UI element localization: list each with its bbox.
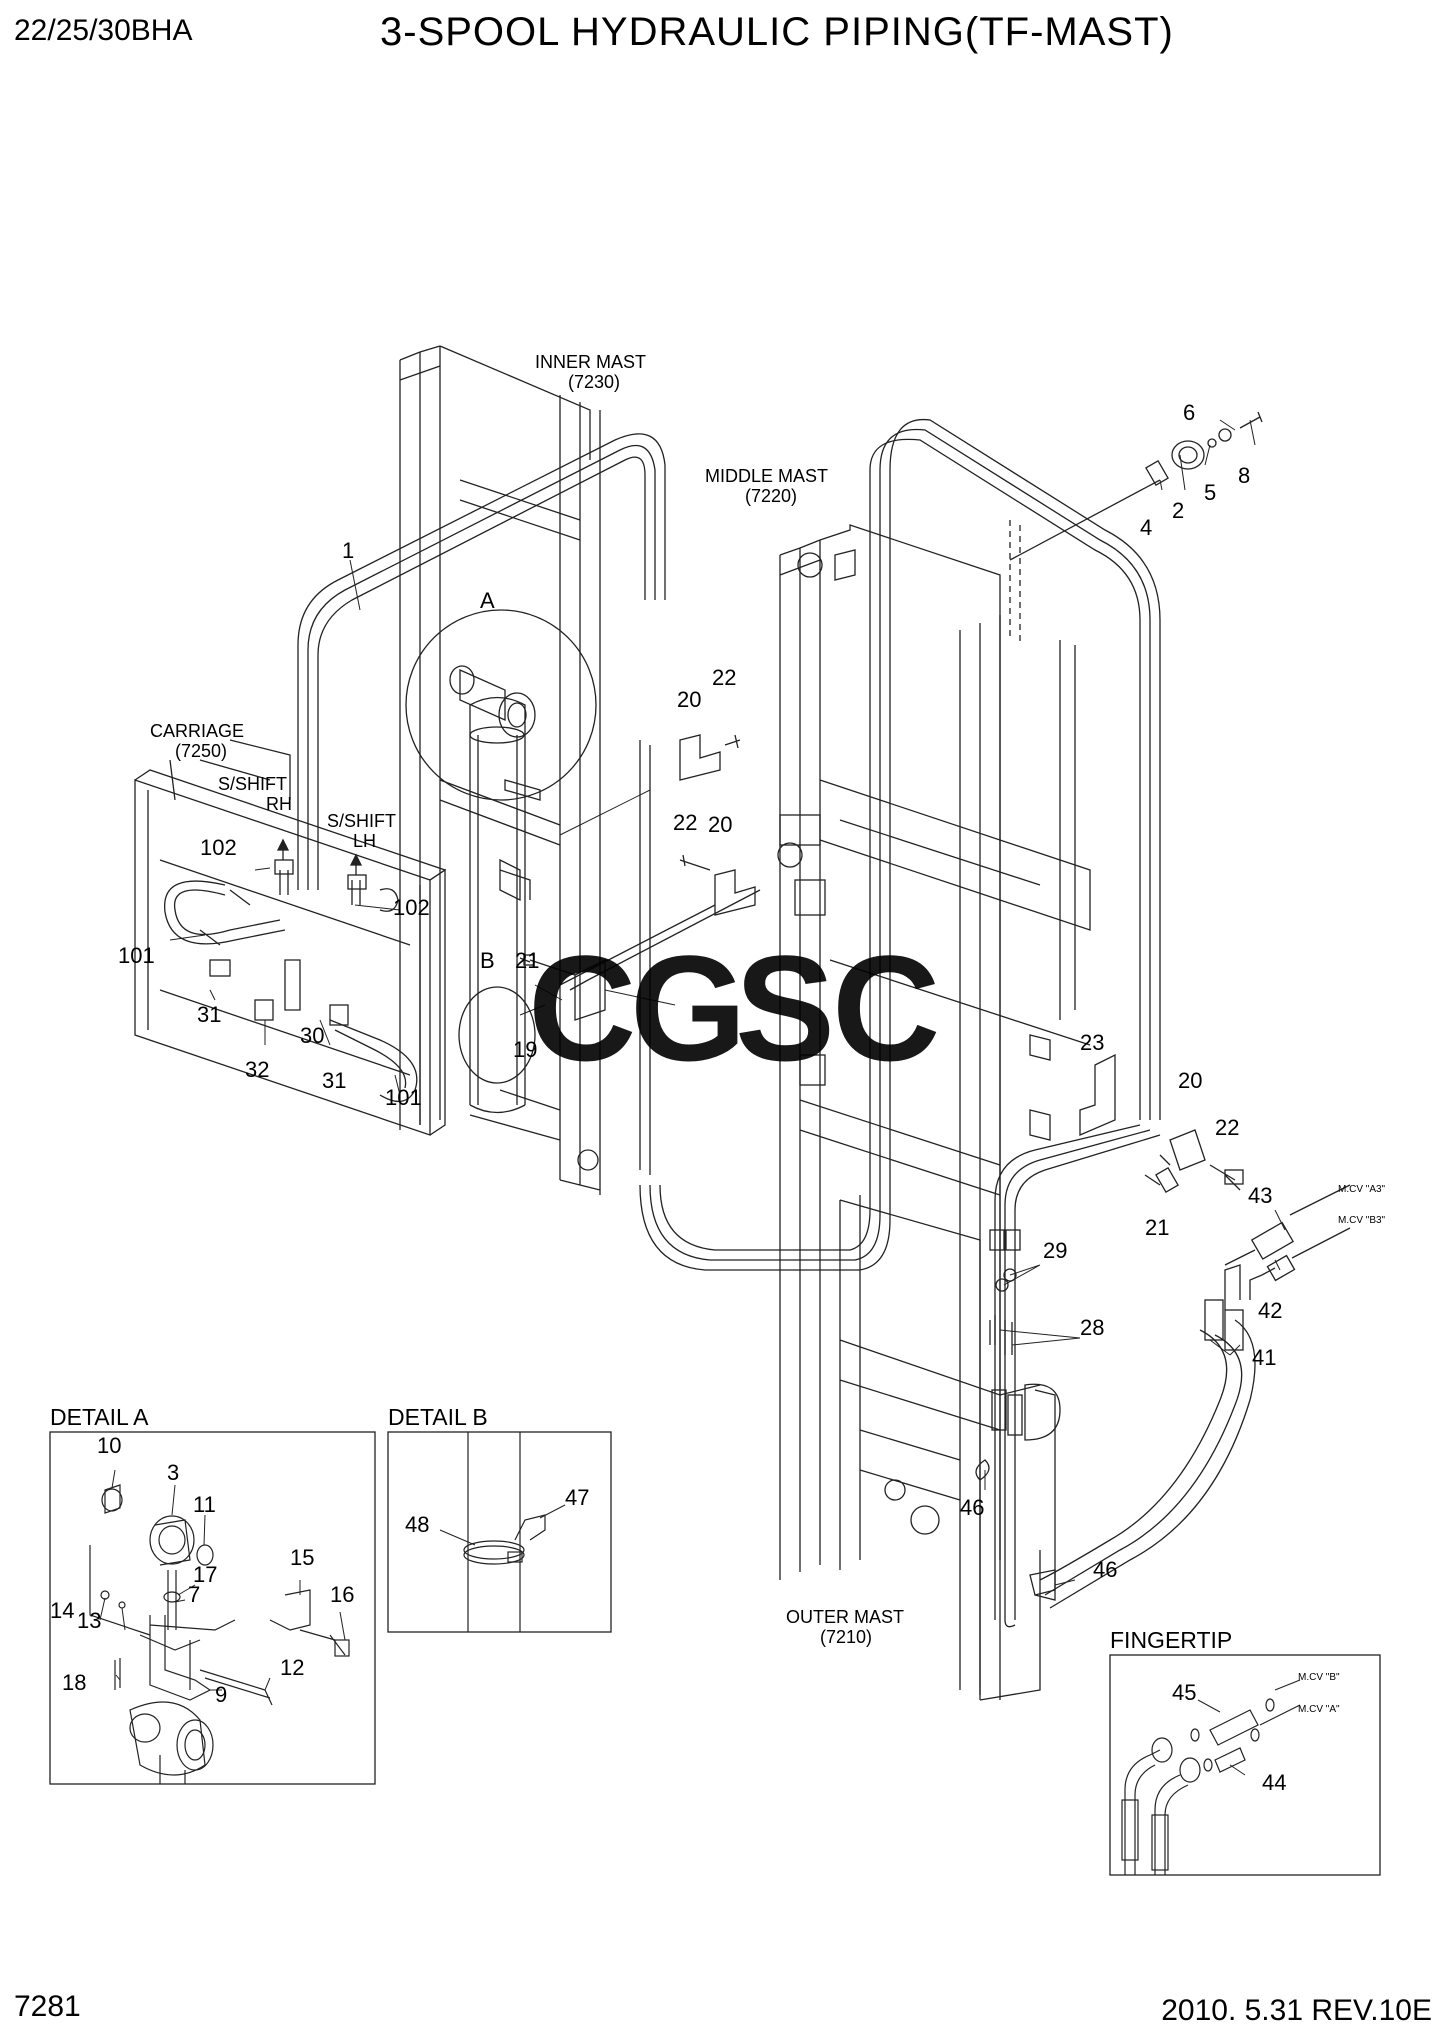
callout-part: 45 <box>1172 1680 1196 1705</box>
caption-sshift-rh: S/SHIFT <box>218 774 287 794</box>
callout-detail-a: A <box>480 588 495 613</box>
caption-mcv-a3: M.CV "A3" <box>1338 1184 1386 1195</box>
callout-part: 21 <box>1145 1215 1169 1240</box>
hose-middle-loop <box>639 418 1161 1271</box>
callout-part: 22 <box>712 665 736 690</box>
callout-part: 41 <box>1252 1345 1276 1370</box>
callout-part: 46 <box>960 1495 984 1520</box>
hose-1 <box>297 433 666 890</box>
callout-part: 30 <box>300 1023 324 1048</box>
clamps <box>519 734 1244 1194</box>
caption-carriage-code: (7250) <box>175 741 227 761</box>
callout-part: 20 <box>1178 1068 1202 1093</box>
callout-part: 18 <box>62 1670 86 1695</box>
leader-lines <box>169 419 1286 1586</box>
callout-part: 8 <box>1238 463 1250 488</box>
callout-detail-b: B <box>480 948 495 973</box>
callout-part: 43 <box>1248 1183 1272 1208</box>
hardware-top-right <box>1145 411 1263 487</box>
diagram-linework <box>134 345 1351 1701</box>
callout-part: 31 <box>322 1068 346 1093</box>
lift-cylinder <box>405 609 597 1114</box>
caption-detail-a: DETAIL A <box>50 1404 149 1430</box>
callout-part: 22 <box>673 810 697 835</box>
callout-part: 31 <box>197 1002 221 1027</box>
fingertip-detail <box>1109 1654 1381 1876</box>
hose-lower-run <box>994 1124 1351 1628</box>
caption-carriage: CARRIAGE <box>150 721 244 741</box>
caption-sshift-rh-2: RH <box>266 794 292 814</box>
caption-middle-mast: MIDDLE MAST <box>705 466 828 486</box>
caption-sshift-lh-2: LH <box>353 831 376 851</box>
detail-a-circle <box>405 609 597 801</box>
callout-part: 15 <box>290 1545 314 1570</box>
detail-b <box>387 1431 612 1633</box>
caption-mcv-b3: M.CV "B3" <box>1338 1215 1386 1226</box>
detail-a <box>49 1431 376 1785</box>
caption-middle-mast-code: (7220) <box>745 486 797 506</box>
callouts: A B 1 2 4 5 6 8 20 22 22 20 102 102 101 … <box>50 400 1286 1795</box>
callout-part: 101 <box>118 943 155 968</box>
callout-part: 29 <box>1043 1238 1067 1263</box>
callout-part: 102 <box>200 835 237 860</box>
watermark-letter: C <box>832 924 940 1092</box>
callout-part: 48 <box>405 1512 429 1537</box>
callout-part: 13 <box>77 1608 101 1633</box>
inner-mast <box>399 345 601 1195</box>
caption-mcv-a: M.CV "A" <box>1298 1704 1340 1715</box>
callout-part: 23 <box>1080 1030 1104 1055</box>
callout-part: 19 <box>513 1037 537 1062</box>
page-title: 3-SPOOL HYDRAULIC PIPING(TF-MAST) <box>380 10 1174 54</box>
callout-part: 1 <box>342 538 354 563</box>
callout-part: 10 <box>97 1433 121 1458</box>
callout-part: 20 <box>677 687 701 712</box>
watermark-letter: S <box>735 924 835 1092</box>
callout-part: 11 <box>193 1492 216 1517</box>
callout-part: 12 <box>280 1655 304 1680</box>
callout-part: 42 <box>1258 1298 1282 1323</box>
captions: INNER MAST (7230) MIDDLE MAST (7220) CAR… <box>50 352 1386 1715</box>
callout-part: 44 <box>1262 1770 1286 1795</box>
callout-part: 21 <box>515 948 539 973</box>
watermark: C G S C <box>528 924 940 1092</box>
caption-outer-mast: OUTER MAST <box>786 1607 904 1627</box>
watermark-letter: G <box>630 924 747 1092</box>
callout-part: 101 <box>385 1085 422 1110</box>
callout-part: 7 <box>188 1582 200 1607</box>
callout-part: 17 <box>193 1562 217 1587</box>
watermark-letter: C <box>528 924 636 1092</box>
fittings-center <box>975 1229 1061 1596</box>
callout-part: 2 <box>1172 498 1184 523</box>
callout-part: 4 <box>1140 515 1152 540</box>
caption-outer-mast-code: (7210) <box>820 1627 872 1647</box>
revision-date: 2010. 5.31 REV.10E <box>1161 1994 1432 2027</box>
callout-part: 14 <box>50 1598 74 1623</box>
callout-part: 20 <box>708 812 732 837</box>
callout-part: 9 <box>215 1682 227 1707</box>
carriage-frame <box>134 739 447 1136</box>
caption-inner-mast-code: (7230) <box>568 372 620 392</box>
callout-part: 6 <box>1183 400 1195 425</box>
callout-part: 32 <box>245 1057 269 1082</box>
middle-mast <box>777 524 1091 1700</box>
outer-mast <box>839 1195 1056 1701</box>
callout-part: 3 <box>167 1460 179 1485</box>
caption-mcv-b: M.CV "B" <box>1298 1672 1340 1683</box>
caption-sshift-lh: S/SHIFT <box>327 811 396 831</box>
callout-part: 28 <box>1080 1315 1104 1340</box>
callout-part: 5 <box>1204 480 1216 505</box>
callout-part: 47 <box>565 1485 589 1510</box>
caption-inner-mast: INNER MAST <box>535 352 646 372</box>
callout-part: 22 <box>1215 1115 1239 1140</box>
callout-part: 46 <box>1093 1557 1117 1582</box>
callout-part: 102 <box>393 895 430 920</box>
callout-part: 16 <box>330 1582 354 1607</box>
page-number: 7281 <box>14 1990 81 2023</box>
caption-fingertip: FINGERTIP <box>1110 1627 1232 1653</box>
sideshift-hoses <box>164 838 418 1102</box>
caption-detail-b: DETAIL B <box>388 1404 488 1430</box>
model-code: 22/25/30BHA <box>14 14 193 47</box>
